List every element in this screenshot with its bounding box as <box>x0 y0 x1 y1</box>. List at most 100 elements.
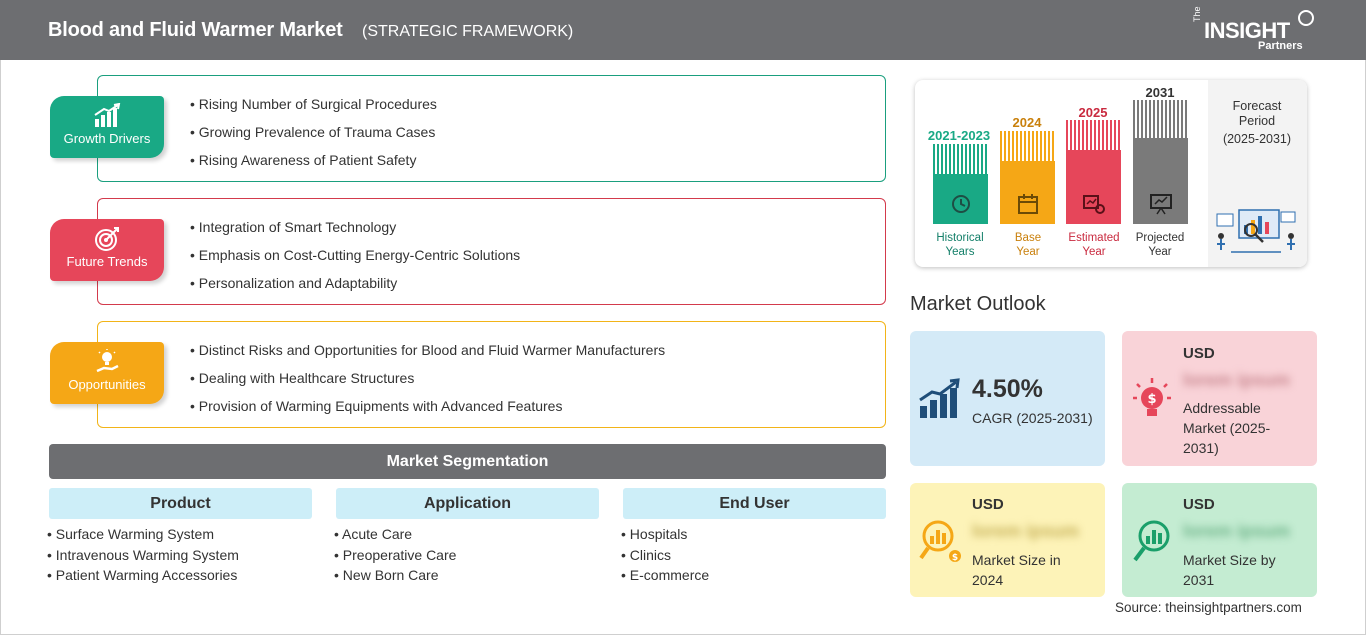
label-line: Estimated <box>1068 232 1120 244</box>
label-line: Historical <box>936 232 984 244</box>
timeline-year-historical: 2021-2023 <box>927 128 991 143</box>
list-item: Provision of Warming Equipments with Adv… <box>190 397 665 425</box>
header-bar: Blood and Fluid Warmer Market (STRATEGIC… <box>0 0 1366 60</box>
future-trends-label: Future Trends <box>66 254 148 269</box>
bar-stripe <box>933 144 988 174</box>
timeline-label-base: Base Year <box>988 231 1068 259</box>
history-icon <box>952 195 970 213</box>
opportunities-box: Distinct Risks and Opportunities for Blo… <box>97 321 886 428</box>
list-item: Rising Number of Surgical Procedures <box>190 95 437 123</box>
cagr-label: CAGR (2025-2031) <box>972 410 1093 426</box>
growth-drivers-box: Rising Number of Surgical Procedures Gro… <box>97 75 886 182</box>
svg-text:$: $ <box>1147 392 1156 407</box>
timeline-bar-base <box>1000 131 1055 224</box>
logo-partners: Partners <box>1258 40 1303 52</box>
size-2031-currency: USD <box>1183 496 1215 513</box>
logo-the: The <box>1192 6 1202 22</box>
forecast-line: Period <box>1238 114 1276 128</box>
segment-product-head: Product <box>49 488 312 519</box>
label-line: Year <box>1016 246 1040 258</box>
segment-end-user-head: End User <box>623 488 886 519</box>
size-2024-value: lorem ipsum <box>972 521 1080 541</box>
future-trends-list: Integration of Smart Technology Emphasis… <box>190 218 520 302</box>
bar-stripe <box>1066 120 1121 150</box>
opportunities-label: Opportunities <box>68 377 146 392</box>
segment-application-list: Acute Care Preoperative Care New Born Ca… <box>334 526 456 588</box>
list-item: New Born Care <box>334 567 456 588</box>
segment-application-head: Application <box>336 488 599 519</box>
lightbulb-hand-icon <box>96 349 119 373</box>
label-line: Projected <box>1135 232 1185 244</box>
logo-insight: INSIGHT <box>1204 18 1290 43</box>
cagr-value: 4.50% <box>972 375 1043 403</box>
addressable-currency: USD <box>1183 345 1215 362</box>
list-item: Intravenous Warming System <box>47 547 239 568</box>
segment-end-user-list: Hospitals Clinics E-commerce <box>621 526 709 588</box>
timeline-year-estimated: 2025 <box>1078 105 1108 120</box>
label-line: Year <box>1082 246 1106 258</box>
list-item: Dealing with Healthcare Structures <box>190 369 665 397</box>
list-item: Rising Awareness of Patient Safety <box>190 151 437 179</box>
future-trends-badge: Future Trends <box>50 219 164 281</box>
logo-ring-icon <box>1298 10 1314 26</box>
addressable-label: Addressable Market (2025-2031) <box>1183 400 1271 456</box>
forecast-period-text: Forecast Period (2025-2031) <box>1214 99 1300 147</box>
market-forecast-search-icon <box>1133 520 1170 562</box>
timeline-bar-estimated <box>1066 120 1121 224</box>
page-title: Blood and Fluid Warmer Market <box>48 19 343 41</box>
growth-drivers-label: Growth Drivers <box>63 131 151 146</box>
timeline-bar-projected <box>1133 100 1188 224</box>
money-bulb-icon: $ <box>1133 378 1171 416</box>
size-2024-label: Market Size in 2024 <box>972 552 1061 588</box>
size-2031-value: lorem ipsum <box>1183 521 1291 541</box>
estimate-icon <box>1083 195 1105 214</box>
list-item: Surface Warming System <box>47 526 239 547</box>
label-line: Years <box>945 246 975 258</box>
list-item: Distinct Risks and Opportunities for Blo… <box>190 341 665 369</box>
opportunities-badge: Opportunities <box>50 342 164 404</box>
presentation-icon <box>1150 194 1172 215</box>
market-size-search-icon: $ <box>919 520 961 563</box>
list-item: Growing Prevalence of Trauma Cases <box>190 123 437 151</box>
forecast-line: Forecast <box>1232 99 1282 113</box>
market-outlook-title: Market Outlook <box>910 293 1046 315</box>
target-icon <box>95 227 119 251</box>
bar-stripe <box>1000 131 1055 161</box>
growth-drivers-list: Rising Number of Surgical Procedures Gro… <box>190 95 437 179</box>
growth-drivers-badge: Growth Drivers <box>50 96 164 158</box>
list-item: Clinics <box>621 547 709 568</box>
size-2024-currency: USD <box>972 496 1004 513</box>
growth-chart-icon <box>94 103 121 127</box>
list-item: Hospitals <box>621 526 709 547</box>
source-credit: Source: theinsightpartners.com <box>1115 600 1302 615</box>
timeline-label-historical: Historical Years <box>920 231 1000 259</box>
svg-text:$: $ <box>952 553 958 563</box>
future-trends-box: Integration of Smart Technology Emphasis… <box>97 198 886 305</box>
list-item: Personalization and Adaptability <box>190 274 520 302</box>
growth-bars-icon <box>919 378 960 418</box>
forecast-line: (2025-2031) <box>1222 132 1292 146</box>
list-item: Preoperative Care <box>334 547 457 568</box>
timeline-label-projected: Projected Year <box>1120 231 1200 259</box>
timeline-bar-historical <box>933 144 988 224</box>
calendar-icon <box>1018 194 1038 214</box>
list-item: E-commerce <box>621 567 709 588</box>
analytics-illustration-icon <box>1216 209 1296 253</box>
addressable-value: lorem ipsum <box>1183 370 1291 390</box>
market-segmentation-header: Market Segmentation <box>49 444 886 479</box>
list-item: Patient Warming Accessories <box>47 567 239 588</box>
segment-product-list: Surface Warming System Intravenous Warmi… <box>47 526 239 588</box>
label-line: Year <box>1148 246 1172 258</box>
list-item: Integration of Smart Technology <box>190 218 520 246</box>
list-item: Emphasis on Cost-Cutting Energy-Centric … <box>190 246 520 274</box>
list-item: Acute Care <box>334 526 456 547</box>
bar-stripe <box>1133 100 1188 138</box>
timeline-label-estimated: Estimated Year <box>1054 231 1134 259</box>
page-subtitle: (STRATEGIC FRAMEWORK) <box>362 23 574 40</box>
timeline-year-base: 2024 <box>1012 115 1042 130</box>
insight-partners-logo[interactable]: The INSIGHT Partners <box>1190 6 1320 54</box>
timeline-year-projected: 2031 <box>1145 85 1175 100</box>
size-2031-label: Market Size by 2031 <box>1183 552 1276 588</box>
opportunities-list: Distinct Risks and Opportunities for Blo… <box>190 341 665 425</box>
label-line: Base <box>1014 232 1042 244</box>
